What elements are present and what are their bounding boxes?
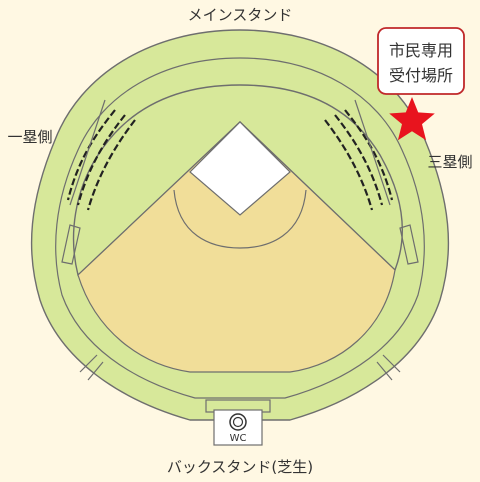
stand-walkway-line [55, 57, 425, 399]
ramps [61, 224, 419, 381]
seating-rows-third-base [324, 99, 394, 211]
back-entrance [205, 399, 271, 446]
reception-box: 市民専用 受付場所 [377, 27, 465, 95]
main-stand-label: メインスタンド [188, 6, 293, 24]
first-base-label: 一塁側 [7, 128, 52, 146]
toilet-icon [229, 413, 247, 431]
seating-rows-first-base [66, 99, 136, 211]
base-diamond [189, 121, 291, 216]
playing-field [77, 121, 396, 373]
star-icon [389, 97, 435, 141]
infield-arc [173, 189, 307, 249]
wc-label: WC [230, 433, 247, 444]
reception-line2: 受付場所 [389, 66, 453, 85]
reception-line1: 市民専用 [389, 41, 453, 60]
third-base-label: 三塁側 [427, 153, 472, 171]
back-stand-label: バックスタンド(芝生) [167, 458, 313, 476]
